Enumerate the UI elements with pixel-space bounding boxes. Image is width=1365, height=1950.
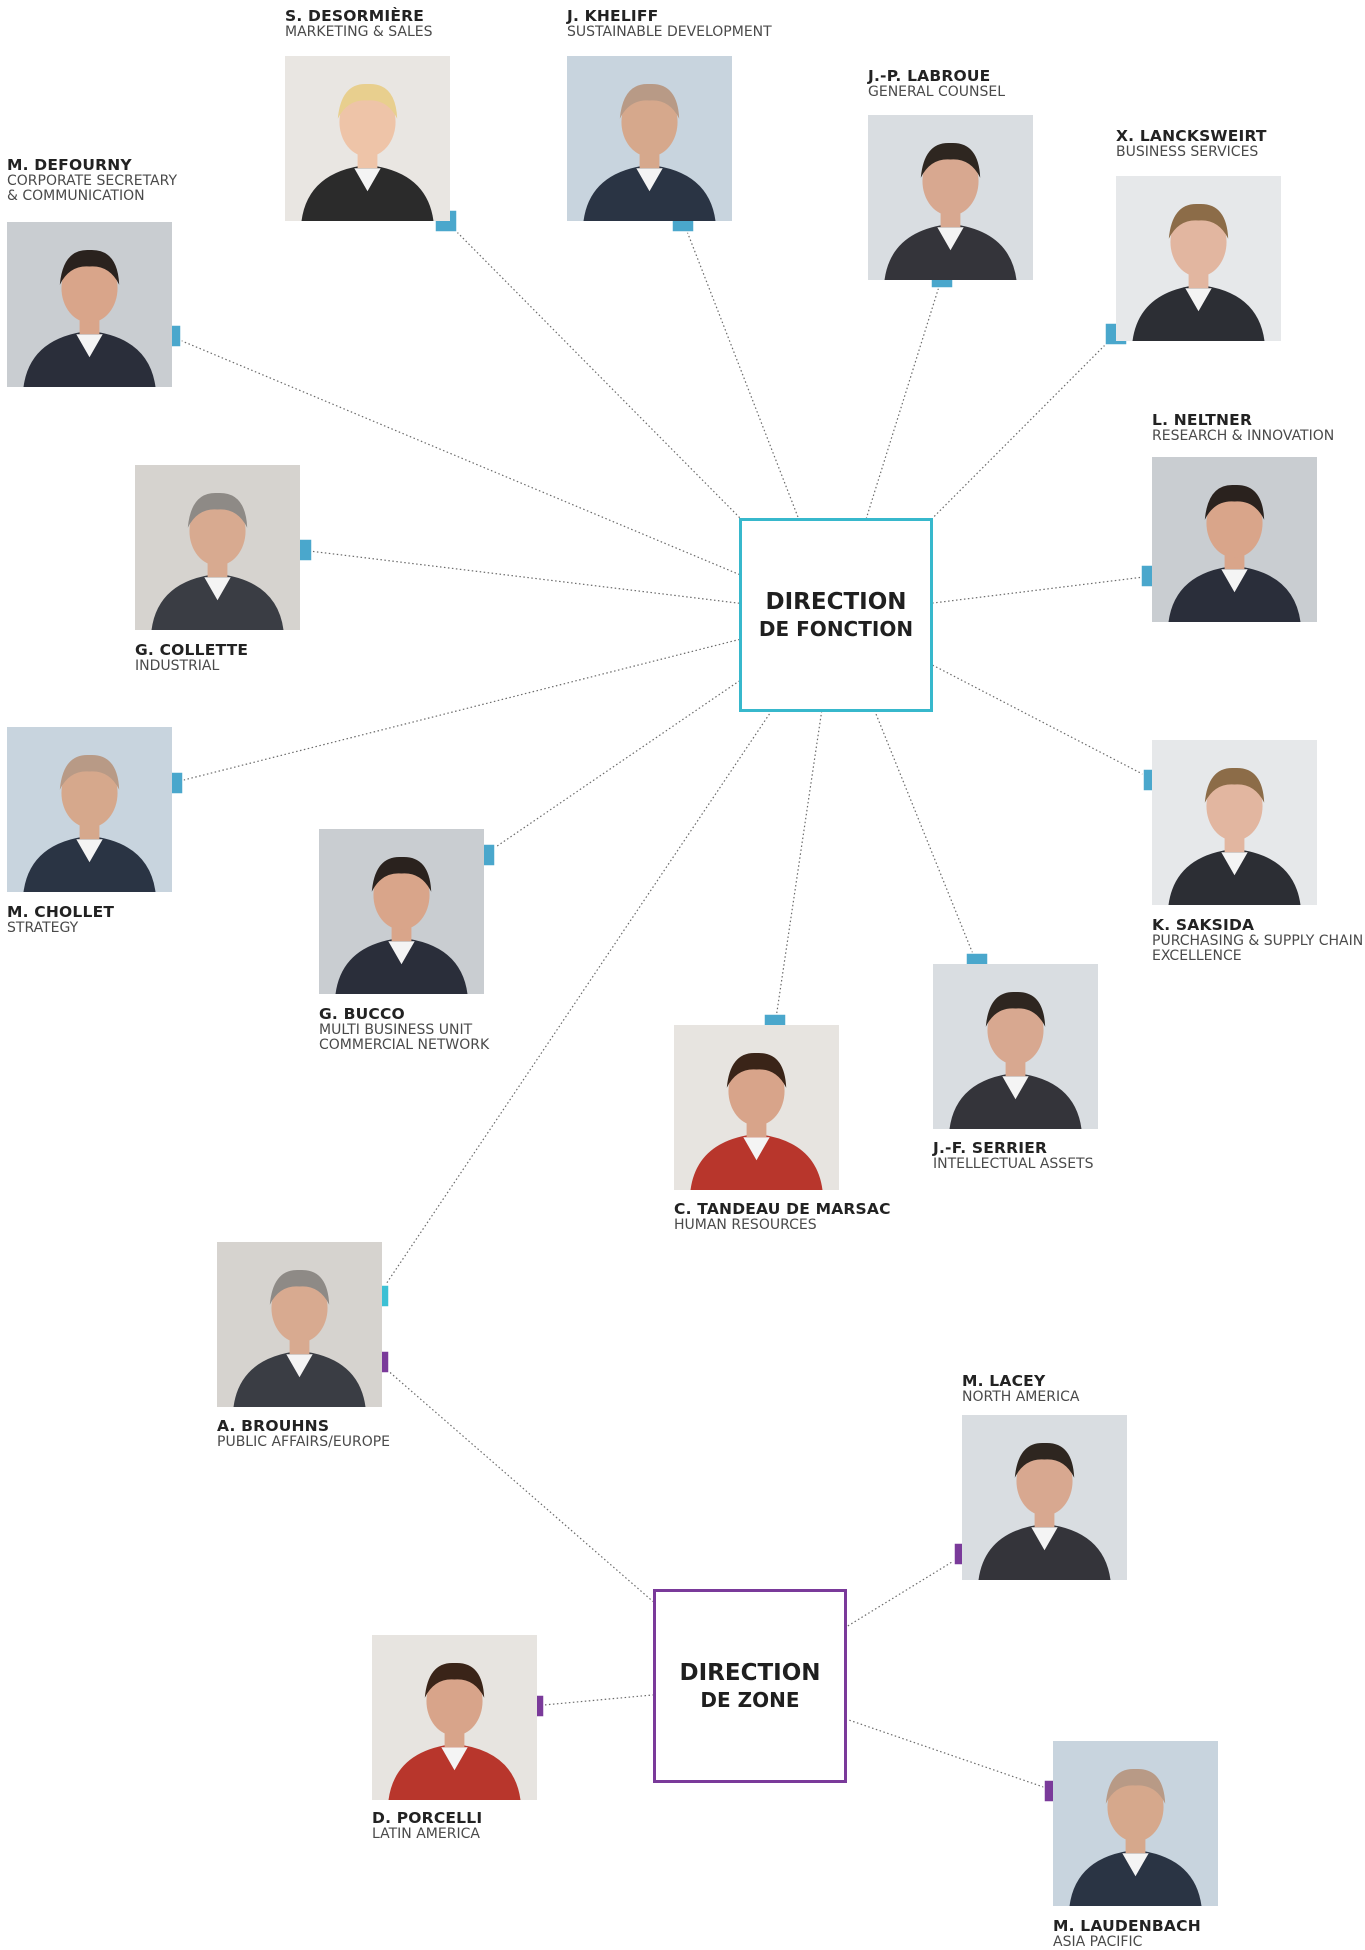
person-name: A. BROUHNS (217, 1417, 330, 1435)
portrait-photo (567, 56, 732, 221)
person-name: M. LACEY (962, 1372, 1046, 1390)
connector-line (171, 638, 740, 784)
hub-subtitle: DE ZONE (700, 1688, 800, 1712)
portrait-photo (372, 1635, 537, 1800)
connector-line (169, 335, 740, 575)
portrait-photo (1152, 740, 1317, 905)
connector-line (932, 664, 1155, 781)
person-name: M. LAUDENBACH (1053, 1917, 1201, 1935)
person-role: SUSTAINABLE DEVELOPMENT (567, 24, 772, 41)
connector-line (377, 711, 772, 1297)
person-role: PUBLIC AFFAIRS/EUROPE (217, 1434, 391, 1451)
person-role: MARKETING & SALES (285, 24, 433, 41)
portrait-photo (933, 964, 1098, 1129)
connector-line (445, 220, 741, 519)
portrait-photo (1152, 457, 1317, 622)
connector-line (682, 220, 799, 519)
connector-line (483, 680, 740, 856)
person-name: D. PORCELLI (372, 1809, 483, 1827)
person-name: K. SAKSIDA (1152, 916, 1255, 934)
person-role: STRATEGY (7, 920, 79, 937)
person-role: CORPORATE SECRETARY & COMMUNICATION (7, 173, 177, 205)
hub-title: DIRECTION (765, 589, 907, 615)
person-role: INTELLECTUAL ASSETS (933, 1156, 1094, 1173)
connector-line (846, 1553, 966, 1627)
portrait-photo (1116, 176, 1281, 341)
person-role: NORTH AMERICA (962, 1389, 1080, 1406)
person-role: INDUSTRIAL (135, 658, 220, 675)
connector-line (874, 711, 978, 965)
connector-line (532, 1694, 654, 1707)
person-name: M. CHOLLET (7, 903, 115, 921)
portrait-photo (217, 1242, 382, 1407)
person-name: X. LANCKSWEIRT (1116, 127, 1267, 145)
person-name: S. DESORMIÈRE (285, 7, 425, 25)
portrait-photo (674, 1025, 839, 1190)
person-name: C. TANDEAU DE MARSAC (674, 1200, 891, 1218)
person-name: G. COLLETTE (135, 641, 249, 659)
person-role: MULTI BUSINESS UNIT COMMERCIAL NETWORK (319, 1022, 490, 1054)
connector-line (774, 711, 823, 1026)
person-name: G. BUCCO (319, 1005, 405, 1023)
portrait-photo (7, 222, 172, 387)
connector-line (300, 549, 740, 604)
connector-line (846, 1718, 1056, 1792)
portrait-photo (868, 115, 1033, 280)
person-role: RESEARCH & INNOVATION (1152, 428, 1335, 445)
connector-line (377, 1361, 654, 1602)
portrait-photo (1053, 1741, 1218, 1906)
person-role: ASIA PACIFIC (1053, 1934, 1143, 1950)
person-name: J.-P. LABROUE (868, 67, 991, 85)
portrait-photo (962, 1415, 1127, 1580)
hub-subtitle: DE FONCTION (758, 617, 914, 641)
portrait-photo (319, 829, 484, 994)
person-name: M. DEFOURNY (7, 156, 132, 174)
person-name: L. NELTNER (1152, 411, 1253, 429)
person-name: J.-F. SERRIER (933, 1139, 1048, 1157)
hub-title: DIRECTION (679, 1660, 821, 1686)
person-role: GENERAL COUNSEL (868, 84, 1006, 101)
person-role: BUSINESS SERVICES (1116, 144, 1259, 161)
person-role: LATIN AMERICA (372, 1826, 480, 1843)
portrait-photo (285, 56, 450, 221)
person-role: HUMAN RESOURCES (674, 1217, 817, 1234)
person-name: J. KHELIFF (567, 7, 659, 25)
connector-line (865, 276, 943, 519)
portrait-photo (7, 727, 172, 892)
portrait-photo (135, 465, 300, 630)
hub-direction-de-zone: DIRECTION DE ZONE (653, 1589, 847, 1783)
person-role: PURCHASING & SUPPLY CHAIN EXCELLENCE (1152, 933, 1364, 965)
connector-line (932, 575, 1153, 604)
hub-direction-de-fonction: DIRECTION DE FONCTION (739, 518, 933, 712)
connector-line (932, 333, 1117, 519)
